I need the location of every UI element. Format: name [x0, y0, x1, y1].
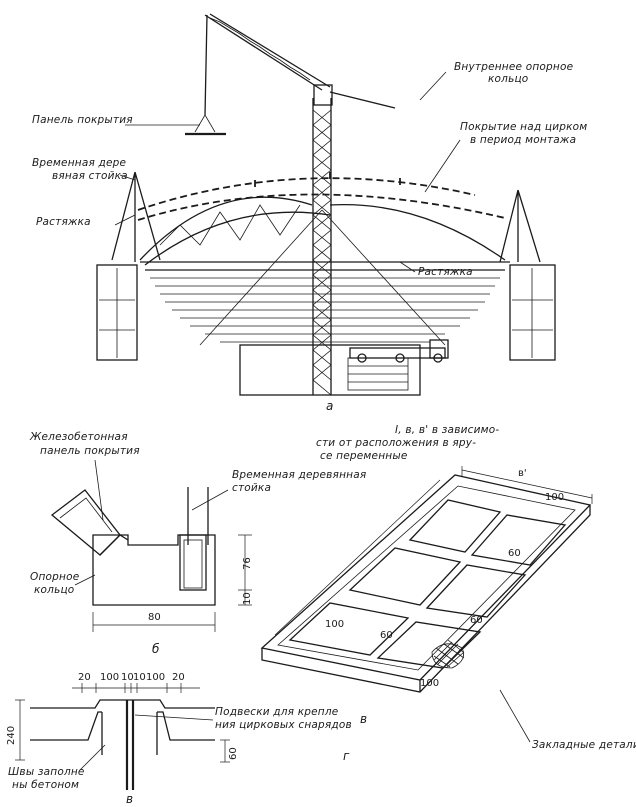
figure-joint-section: 20 100 10 10 100 20 240 60 Подвески для …	[6, 672, 352, 806]
label-temp-post-1: Временная дере	[32, 157, 126, 169]
label-joints-1: Швы заполне	[8, 766, 85, 778]
dim-b-prime: в'	[518, 468, 527, 479]
label-brace-left: Растяжка	[36, 216, 91, 228]
label-support-ring-2: кольцо	[34, 584, 74, 596]
label-inner-ring-2: кольцо	[488, 73, 528, 85]
label-joints-2: ны бетоном	[12, 779, 79, 791]
truck	[349, 339, 449, 363]
label-inner-ring-1: Внутреннее опорное	[454, 61, 573, 73]
dim-d-240: 240	[6, 726, 17, 745]
figure-a-elevation: Внутреннее опорное кольцо Панель покрыти…	[32, 13, 587, 413]
dim-d-10a: 10	[121, 672, 134, 683]
figure-b-section: 80 76 10 Железобетонная панель покрытия …	[29, 431, 366, 656]
dim-d-20b: 20	[172, 672, 185, 683]
dim-panel-100c: 100	[420, 678, 439, 689]
label-rc-panel-2: панель покрытия	[40, 445, 140, 457]
label-hangers-1: Подвески для крепле	[215, 706, 338, 718]
dim-d-10b: 10	[133, 672, 146, 683]
label-fig-b: б	[152, 642, 160, 656]
figure-v-panel: в' 100 60 60 100 60 100 I, в, в' в завис…	[260, 424, 636, 763]
label-roof-panel: Панель покрытия	[32, 114, 133, 126]
label-fig-g: г	[343, 749, 350, 763]
dim-76: 76	[242, 557, 253, 570]
label-variable-1: I, в, в' в зависимо-	[395, 424, 499, 436]
dim-panel-60b: 60	[470, 615, 483, 626]
label-roof-over-circus-2: в период монтажа	[470, 134, 576, 146]
label-rc-panel-1: Железобетонная	[29, 431, 128, 443]
dim-panel-100a: 100	[545, 492, 564, 503]
dim-panel-60c: 60	[380, 630, 393, 641]
label-embedded: Закладные детали	[532, 739, 636, 751]
label-fig-v2: в	[126, 792, 133, 806]
label-temp-post-2: вяная стойка	[52, 170, 128, 182]
label-fig-v: в	[360, 712, 367, 726]
label-fig-a: а	[326, 399, 333, 413]
scaffold-stack	[347, 357, 409, 391]
label-support-ring-1: Опорное	[30, 571, 79, 583]
tiers	[140, 261, 510, 343]
dim-d-60: 60	[228, 747, 239, 760]
label-temp-wood-post-1: Временная деревянная	[232, 469, 366, 481]
dim-d-100a: 100	[100, 672, 119, 683]
label-variable-2: сти от расположения в яру-	[316, 437, 476, 449]
roof-dashed	[137, 177, 476, 211]
dim-10: 10	[242, 592, 253, 605]
dim-d-20a: 20	[78, 672, 91, 683]
wall-left	[96, 264, 138, 361]
crane	[185, 13, 421, 396]
wall-right	[509, 264, 556, 361]
dim-panel-100b: 100	[325, 619, 344, 630]
label-roof-over-circus-1: Покрытие над цирком	[460, 121, 587, 133]
label-hangers-2: ния цирковых снарядов	[215, 719, 352, 731]
label-temp-wood-post-2: стойка	[232, 482, 271, 494]
dim-d-100b: 100	[146, 672, 165, 683]
dim-panel-60a: 60	[508, 548, 521, 559]
label-brace-right: Растяжка	[418, 266, 473, 278]
label-variable-3: се переменные	[320, 450, 407, 462]
dim-80: 80	[148, 612, 161, 623]
